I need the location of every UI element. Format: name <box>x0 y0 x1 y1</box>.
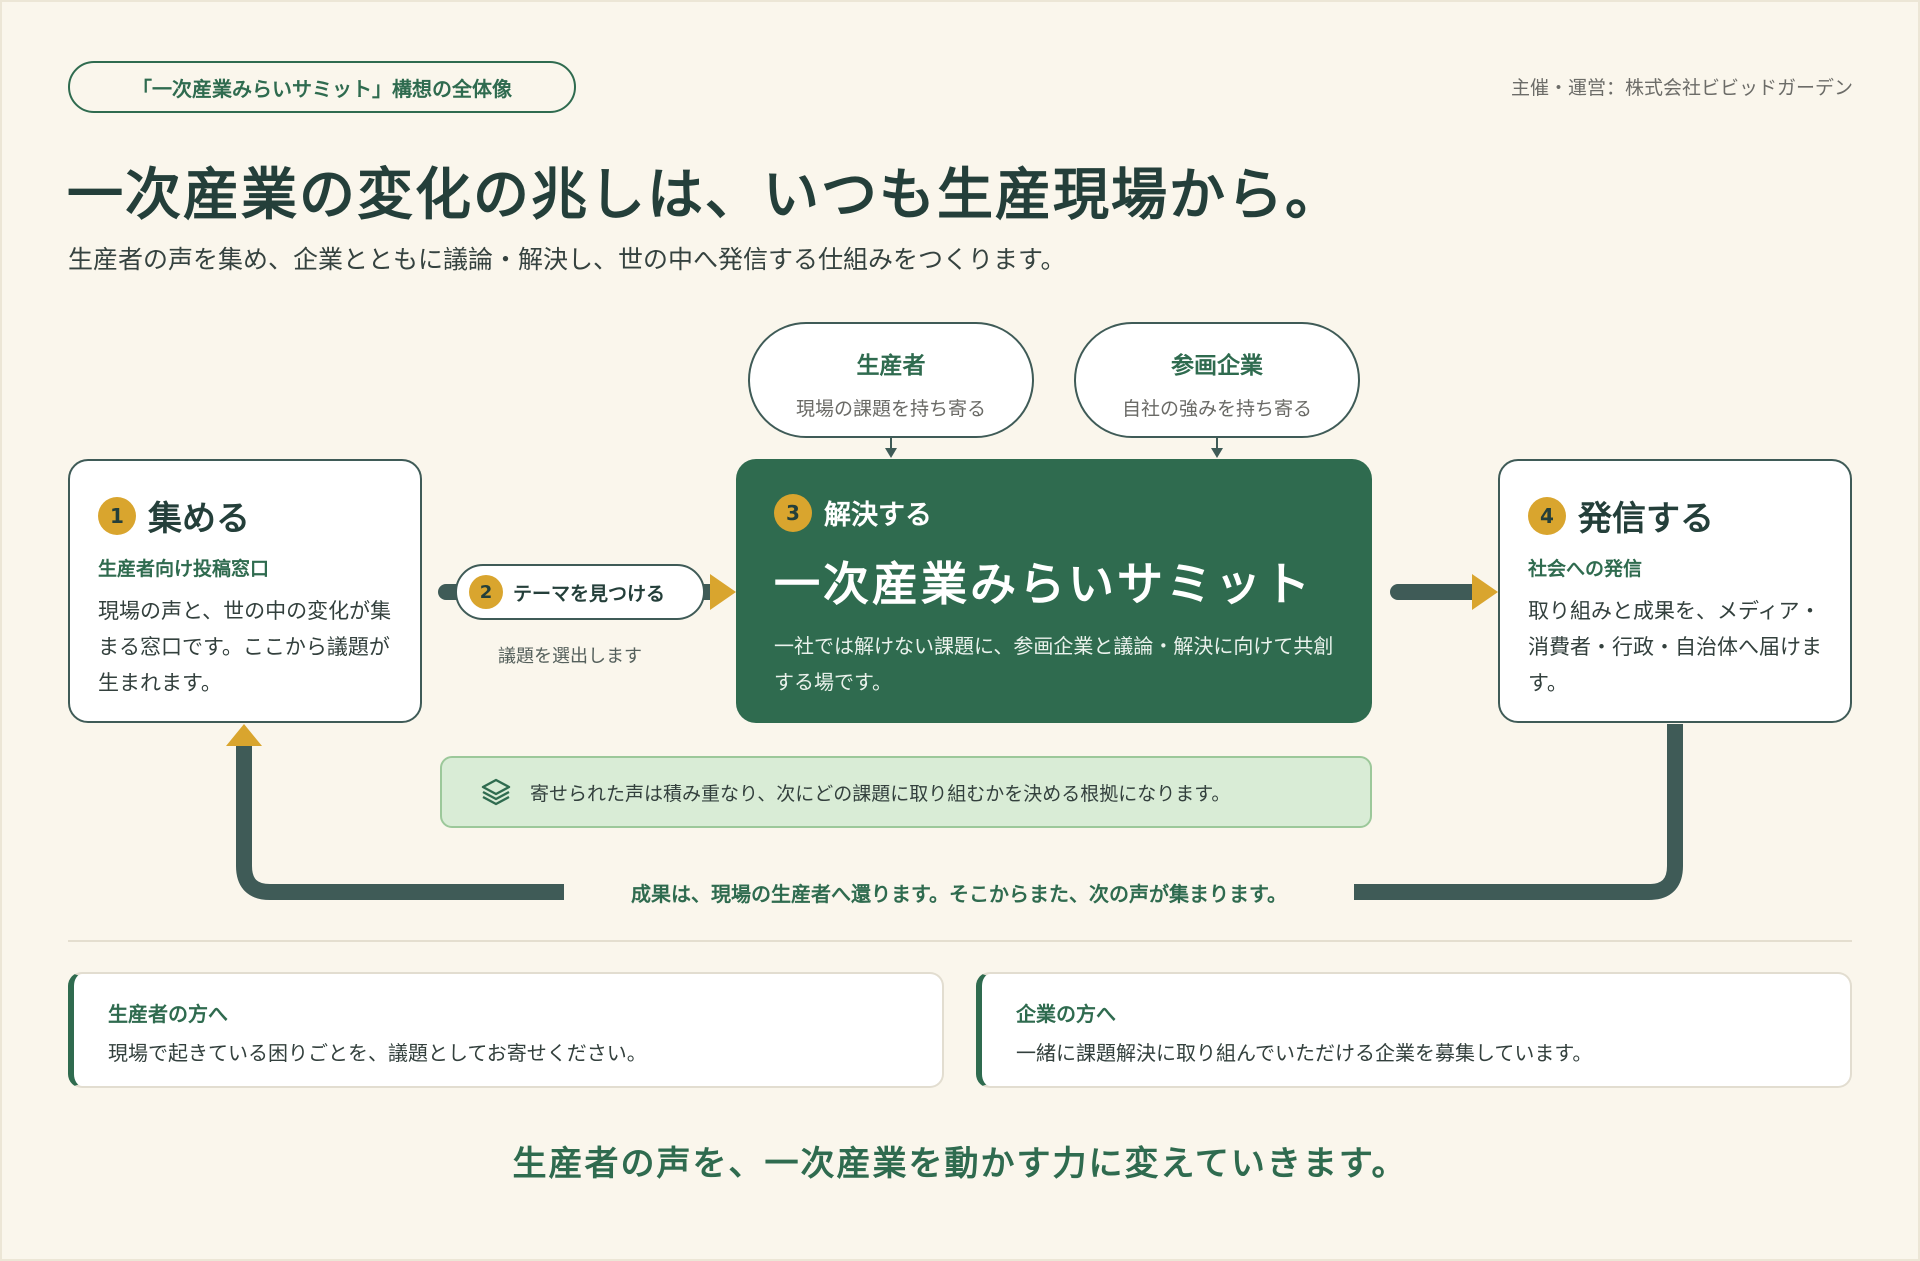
layers-icon <box>481 778 511 806</box>
summit-name: 一次産業みらいサミット <box>774 557 1313 611</box>
step-theme-pill: 2 テーマを見つける <box>455 564 705 620</box>
bubble-company-title: 参画企業 <box>1171 353 1263 379</box>
step-share-header: 4 発信する <box>1528 491 1822 540</box>
page-headline: 一次産業の変化の兆しは、いつも生産現場から。 <box>67 163 1343 228</box>
closing-message: 生産者の声を、一次産業を動かす力に変えていきます。 <box>512 1144 1408 1184</box>
accumulation-note-text: 寄せられた声は積み重なり、次にどの課題に取り組むかを決める根拠になります。 <box>530 782 1231 805</box>
step-solve-title: 解決する <box>824 500 932 531</box>
info-card-companies-body: 一緒に課題解決に取り組んでいただける企業を募集しています。 <box>1016 1041 1593 1065</box>
bubble-producer: 生産者 現場の課題を持ち寄る <box>748 322 1034 438</box>
step-number-badge: 2 <box>469 575 503 609</box>
info-card-companies-title: 企業の方へ <box>1016 1002 1116 1026</box>
return-loop-left <box>236 744 564 900</box>
step-card-share: 4 発信する 社会への発信 取り組みと成果を、メディア・消費者・行政・自治体へ届… <box>1498 459 1852 723</box>
arrowhead-producer <box>885 448 897 458</box>
step-card-collect: 1 集める 生産者向け投稿窓口 現場の声と、世の中の変化が集まる窓口です。ここか… <box>68 459 422 723</box>
step-number-badge: 1 <box>98 496 136 535</box>
summit-body: 一社では解けない課題に、参画企業と議論・解決に向けて共創する場です。 <box>774 634 1334 694</box>
return-loop-label: 成果は、現場の生産者へ還ります。そこからまた、次の声が集まります。 <box>631 882 1287 906</box>
bubble-company-sub: 自社の強みを持ち寄る <box>1121 398 1312 420</box>
bubble-company: 参画企業 自社の強みを持ち寄る <box>1074 322 1360 438</box>
step-share-body: 取り組みと成果を、メディア・消費者・行政・自治体へ届けます。 <box>1528 599 1822 695</box>
page-subline: 生産者の声を集め、企業とともに議論・解決し、世の中へ発信する仕組みをつくります。 <box>68 245 1066 274</box>
overview-tag: 「一次産業みらいサミット」構想の全体像 <box>68 61 576 113</box>
step-solve-header: 3 解決する <box>774 493 1334 532</box>
bubble-producer-sub: 現場の課題を持ち寄る <box>795 398 986 420</box>
step-share-sub: 社会への発信 <box>1528 558 1643 580</box>
step-number-badge: 4 <box>1528 496 1566 535</box>
organizer-credit: 主催・運営：株式会社ビビッドガーデン <box>1510 77 1853 99</box>
step-collect-body: 現場の声と、世の中の変化が集まる窓口です。ここから議題が生まれます。 <box>98 599 392 695</box>
step-collect-title: 集める <box>148 499 250 539</box>
step-card-summit: 3 解決する 一次産業みらいサミット 一社では解けない課題に、参画企業と議論・解… <box>736 459 1372 723</box>
return-loop-right <box>1354 724 1683 900</box>
step-share-title: 発信する <box>1578 499 1714 539</box>
info-card-companies: 企業の方へ 一緒に課題解決に取り組んでいただける企業を募集しています。 <box>976 972 1852 1088</box>
section-divider <box>68 940 1852 942</box>
step-number-badge: 3 <box>774 493 812 532</box>
info-card-producers: 生産者の方へ 現場で起きている困りごとを、議題としてお寄せください。 <box>68 972 944 1088</box>
step-collect-sub: 生産者向け投稿窓口 <box>98 558 270 580</box>
arrowhead-to-summit <box>710 574 736 610</box>
info-card-producers-title: 生産者の方へ <box>108 1002 228 1026</box>
step-theme-label: テーマを見つける <box>513 582 666 605</box>
step-theme-note: 議題を選出します <box>498 646 642 667</box>
step-collect-header: 1 集める <box>98 491 392 540</box>
arrowhead-to-collect <box>226 724 262 746</box>
info-card-producers-body: 現場で起きている困りごとを、議題としてお寄せください。 <box>108 1041 647 1065</box>
arrowhead-company <box>1211 448 1223 458</box>
bubble-producer-title: 生産者 <box>856 353 926 379</box>
arrowhead-to-share <box>1472 574 1498 610</box>
accumulation-note: 寄せられた声は積み重なり、次にどの課題に取り組むかを決める根拠になります。 <box>440 756 1372 828</box>
